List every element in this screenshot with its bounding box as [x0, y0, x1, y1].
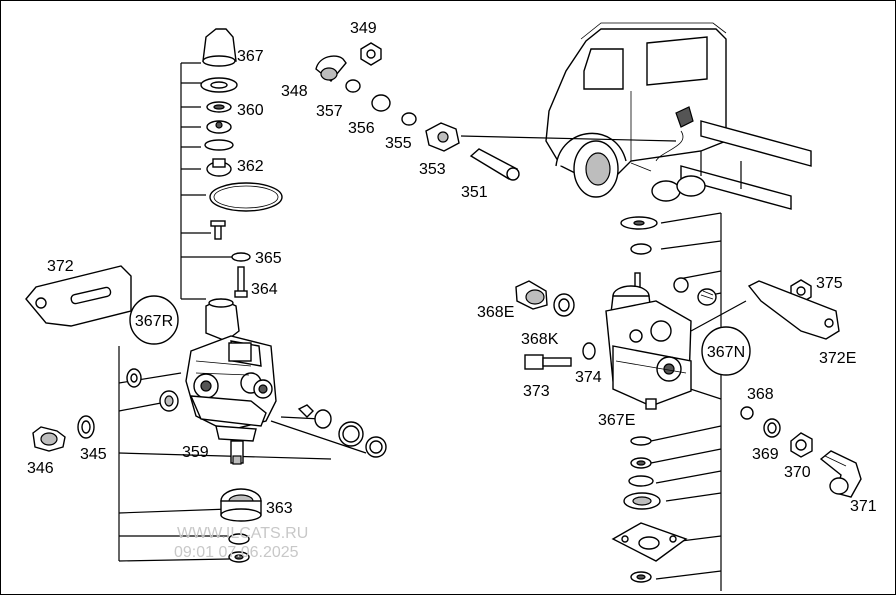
label-365[interactable]: 365: [255, 250, 282, 267]
label-349[interactable]: 349: [350, 20, 377, 37]
label-375[interactable]: 375: [816, 275, 843, 292]
label-368E[interactable]: 368E: [477, 304, 514, 321]
label-374[interactable]: 374: [575, 369, 602, 386]
label-372[interactable]: 372: [47, 258, 74, 275]
truck-illustration: [460, 22, 812, 210]
callout-367R[interactable]: 367R: [129, 295, 179, 345]
label-363[interactable]: 363: [266, 500, 293, 517]
watermark-site: WWW.ILCATS.RU: [177, 525, 308, 542]
watermark: WWW.ILCATS.RU 09:01 07.06.2025: [174, 525, 308, 561]
callout-367N[interactable]: 367N: [701, 326, 751, 376]
left-leader-lines: [118, 62, 367, 562]
callout-367N-label[interactable]: 367N: [707, 344, 745, 361]
label-348[interactable]: 348: [281, 83, 308, 100]
left-loose-parts: [32, 368, 387, 563]
label-355[interactable]: 355: [385, 135, 412, 152]
label-364[interactable]: 364: [251, 281, 278, 298]
left-main-valve-359: [185, 298, 277, 465]
label-367[interactable]: 367: [237, 48, 264, 65]
right-main-valve-367E: [605, 216, 692, 583]
watermark-timestamp: 09:01 07.06.2025: [174, 544, 299, 561]
label-367E[interactable]: 367E: [598, 412, 635, 429]
bracket-372: [25, 265, 132, 327]
part-labels: 367 349 348 360 357 356 355 353 362 351 …: [27, 20, 877, 517]
top-small-parts: [315, 42, 520, 181]
label-356[interactable]: 356: [348, 120, 375, 137]
label-359[interactable]: 359: [182, 444, 209, 461]
label-346[interactable]: 346: [27, 460, 54, 477]
label-351[interactable]: 351: [461, 184, 488, 201]
label-368[interactable]: 368: [747, 386, 774, 403]
label-360[interactable]: 360: [237, 102, 264, 119]
label-353[interactable]: 353: [419, 161, 446, 178]
label-362[interactable]: 362: [237, 158, 264, 175]
label-345[interactable]: 345: [80, 446, 107, 463]
label-372E[interactable]: 372E: [819, 350, 856, 367]
label-370[interactable]: 370: [784, 464, 811, 481]
callout-367R-label[interactable]: 367R: [135, 313, 173, 330]
left-valve-stack: [200, 28, 283, 298]
label-373[interactable]: 373: [523, 383, 550, 400]
label-368K[interactable]: 368K: [521, 331, 559, 348]
label-371[interactable]: 371: [850, 498, 877, 515]
right-loose-parts: [515, 277, 862, 498]
label-369[interactable]: 369: [752, 446, 779, 463]
label-357[interactable]: 357: [316, 103, 343, 120]
